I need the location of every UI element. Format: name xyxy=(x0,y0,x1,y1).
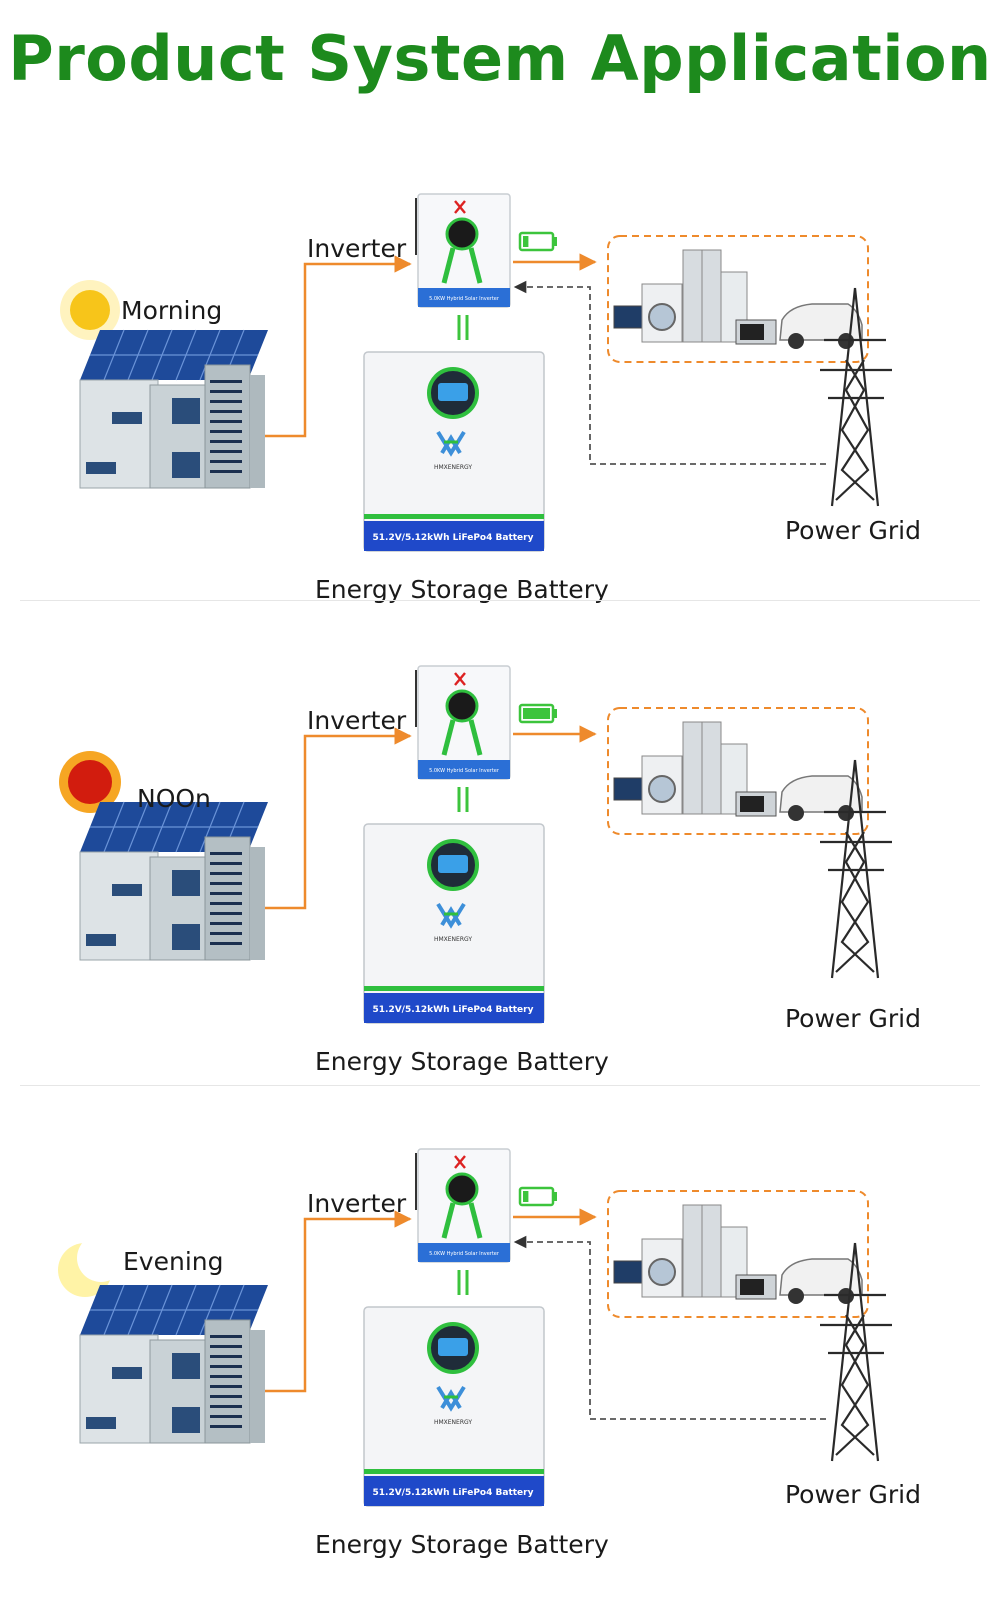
svg-text:5.0KW Hybrid Solar Inverter: 5.0KW Hybrid Solar Inverter xyxy=(429,1251,500,1257)
inverter-label: Inverter xyxy=(307,1189,407,1218)
washing-machine-icon xyxy=(641,283,683,343)
solar-house-icon xyxy=(79,1284,268,1444)
svg-text:51.2V/5.12kWh LiFePo4 Battery: 51.2V/5.12kWh LiFePo4 Battery xyxy=(373,1488,534,1498)
solar-house-icon xyxy=(79,329,268,489)
svg-text:51.2V/5.12kWh LiFePo4 Battery: 51.2V/5.12kWh LiFePo4 Battery xyxy=(373,1005,534,1015)
time-of-day-label: Morning xyxy=(121,296,223,325)
brand-logo-icon xyxy=(436,902,466,929)
red-sun-icon xyxy=(59,751,121,813)
power-grid-label: Power Grid xyxy=(785,1480,921,1509)
time-of-day-label: NOOn xyxy=(137,784,211,813)
solar-to-inverter-arrow xyxy=(265,1210,412,1393)
svg-text:HMXENERGY: HMXENERGY xyxy=(434,936,472,943)
power-tower-icon xyxy=(820,287,892,507)
brand-logo-icon xyxy=(454,200,466,214)
scenario-diagram: 5.0KW Hybrid Solar Inverter xyxy=(58,1148,892,1507)
section-divider xyxy=(20,600,980,601)
car-icon xyxy=(779,303,863,349)
microwave-icon xyxy=(735,791,777,817)
battery-label: Energy Storage Battery xyxy=(315,575,609,604)
grid-to-inverter-line xyxy=(513,280,826,465)
scenario-panel: 5.0KW Hybrid Solar Inverter xyxy=(0,180,1000,660)
inverter-unit: 5.0KW Hybrid Solar Inverter xyxy=(415,193,511,308)
power-tower-icon xyxy=(820,1242,892,1462)
inverter-battery-link xyxy=(457,1270,469,1295)
solar-to-inverter-arrow xyxy=(265,255,412,438)
inverter-battery-link xyxy=(457,787,469,812)
washing-machine-icon xyxy=(641,755,683,815)
grid-to-inverter-line xyxy=(513,1235,826,1420)
battery-label: Energy Storage Battery xyxy=(315,1047,609,1076)
svg-text:51.2V/5.12kWh LiFePo4 Battery: 51.2V/5.12kWh LiFePo4 Battery xyxy=(373,533,534,543)
household-loads xyxy=(607,235,869,363)
section-divider xyxy=(20,1085,980,1086)
svg-text:HMXENERGY: HMXENERGY xyxy=(434,1419,472,1426)
battery-unit: HMXENERGY 51.2V/5.12kWh LiFePo4 Battery xyxy=(363,823,545,1024)
microwave-icon xyxy=(735,319,777,345)
household-loads xyxy=(607,707,869,835)
svg-text:5.0KW Hybrid Solar Inverter: 5.0KW Hybrid Solar Inverter xyxy=(429,296,500,302)
moon-icon xyxy=(58,1234,125,1297)
battery-unit: HMXENERGY 51.2V/5.12kWh LiFePo4 Battery xyxy=(363,1306,545,1507)
washing-machine-icon xyxy=(641,1238,683,1298)
inverter-unit: 5.0KW Hybrid Solar Inverter xyxy=(415,665,511,780)
scenario-panel: 5.0KW Hybrid Solar Inverter xyxy=(0,1135,1000,1615)
solar-to-inverter-arrow xyxy=(265,727,412,910)
sun-icon xyxy=(60,280,120,340)
refrigerator-icon xyxy=(682,721,748,815)
car-icon xyxy=(779,775,863,821)
brand-logo-icon xyxy=(454,672,466,686)
svg-text:HMXENERGY: HMXENERGY xyxy=(434,464,472,471)
battery-level-icon xyxy=(518,703,557,724)
inverter-label: Inverter xyxy=(307,706,407,735)
household-loads xyxy=(607,1190,869,1318)
inverter-unit: 5.0KW Hybrid Solar Inverter xyxy=(415,1148,511,1263)
battery-unit: HMXENERGY 51.2V/5.12kWh LiFePo4 Battery xyxy=(363,351,545,552)
scenario-diagram: 5.0KW Hybrid Solar Inverter xyxy=(59,665,892,1024)
battery-level-icon xyxy=(518,231,557,252)
svg-text:5.0KW Hybrid Solar Inverter: 5.0KW Hybrid Solar Inverter xyxy=(429,768,500,774)
solar-house-icon xyxy=(79,801,268,961)
page-title: Product System Application xyxy=(8,22,992,95)
time-of-day-label: Evening xyxy=(123,1247,224,1276)
power-tower-icon xyxy=(820,759,892,979)
inverter-label: Inverter xyxy=(307,234,407,263)
battery-level-icon xyxy=(518,1186,557,1207)
power-grid-label: Power Grid xyxy=(785,516,921,545)
battery-label: Energy Storage Battery xyxy=(315,1530,609,1559)
microwave-icon xyxy=(735,1274,777,1300)
scenario-diagram: 5.0KW Hybrid Solar Inverter xyxy=(60,193,892,552)
brand-logo-icon xyxy=(436,430,466,457)
scenario-panel: 5.0KW Hybrid Solar Inverter xyxy=(0,652,1000,1132)
power-grid-label: Power Grid xyxy=(785,1004,921,1033)
brand-logo-icon xyxy=(436,1385,466,1412)
brand-logo-icon xyxy=(454,1155,466,1169)
inverter-battery-link xyxy=(457,315,469,340)
